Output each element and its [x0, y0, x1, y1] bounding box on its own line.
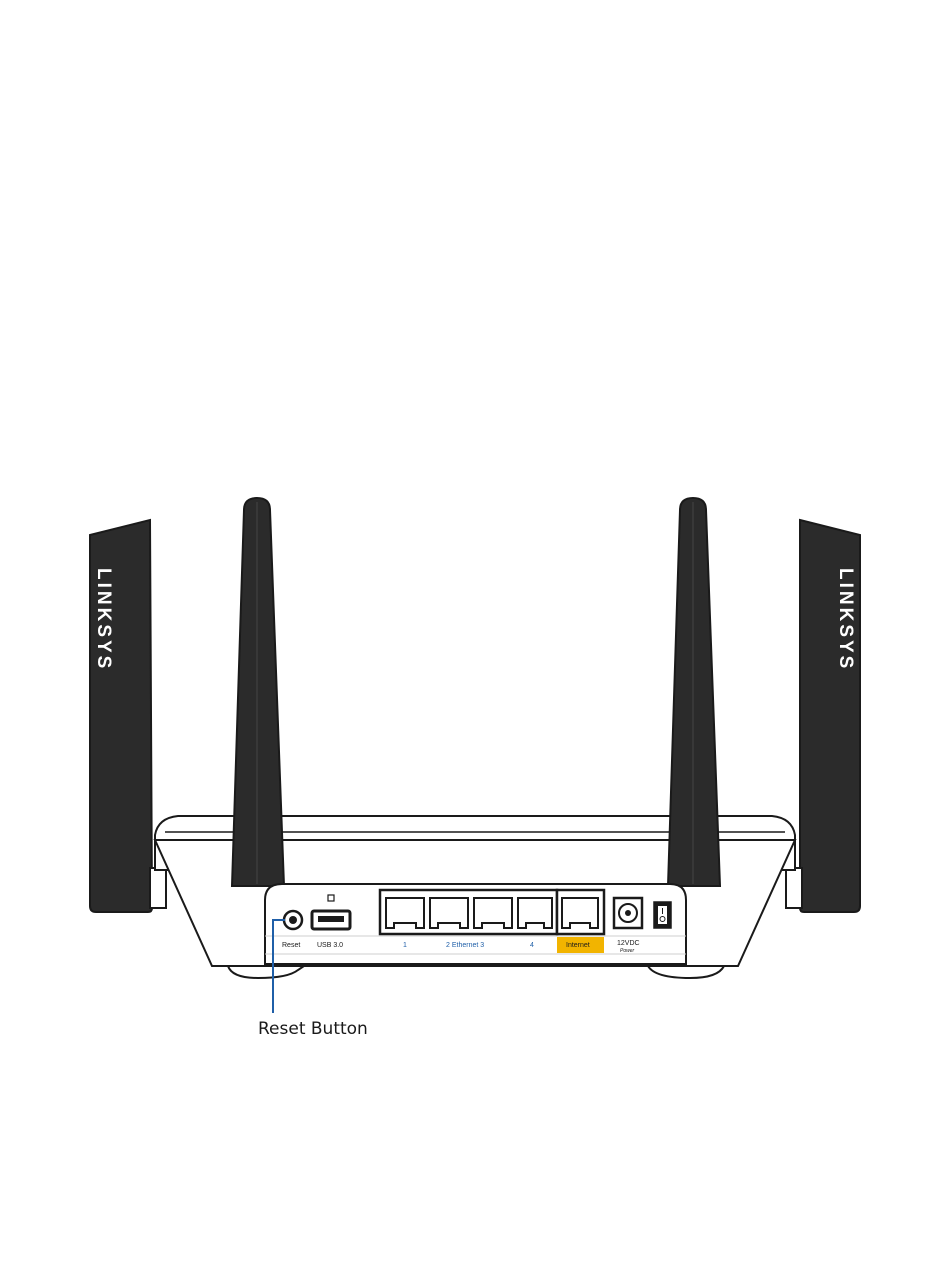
right-side-wing: LINKSYS [800, 520, 860, 912]
usb-led-indicator [328, 895, 334, 901]
ethernet-port-3[interactable] [474, 898, 512, 928]
power-voltage-label: 12VDC [617, 940, 640, 947]
right-antenna [668, 498, 720, 886]
ethernet-2-3-label: 2 Ethernet 3 [446, 942, 484, 949]
reset-port-label: Reset [282, 942, 300, 949]
power-switch[interactable] [654, 902, 671, 928]
left-antenna [232, 498, 284, 886]
ethernet-port-1[interactable] [386, 898, 424, 928]
ethernet-1-label: 1 [403, 942, 407, 949]
left-hinge [150, 868, 166, 908]
right-hinge [786, 868, 802, 908]
left-foot [228, 966, 304, 978]
ethernet-port-2[interactable] [430, 898, 468, 928]
internet-port-label: Internet [566, 942, 590, 949]
reset-button[interactable] [284, 911, 302, 929]
right-wing-logo: LINKSYS [835, 568, 856, 671]
ethernet-port-4[interactable] [518, 898, 552, 928]
left-side-wing: LINKSYS [90, 520, 152, 912]
power-label: Power [620, 948, 635, 954]
usb-port-label: USB 3.0 [317, 942, 343, 949]
ethernet-4-label: 4 [530, 942, 534, 949]
reset-callout-label: Reset Button [258, 1019, 368, 1039]
power-jack[interactable] [614, 898, 642, 928]
right-foot [648, 966, 724, 978]
internet-port[interactable] [557, 890, 604, 934]
left-wing-logo: LINKSYS [93, 568, 114, 671]
ethernet-port-group [380, 890, 557, 934]
